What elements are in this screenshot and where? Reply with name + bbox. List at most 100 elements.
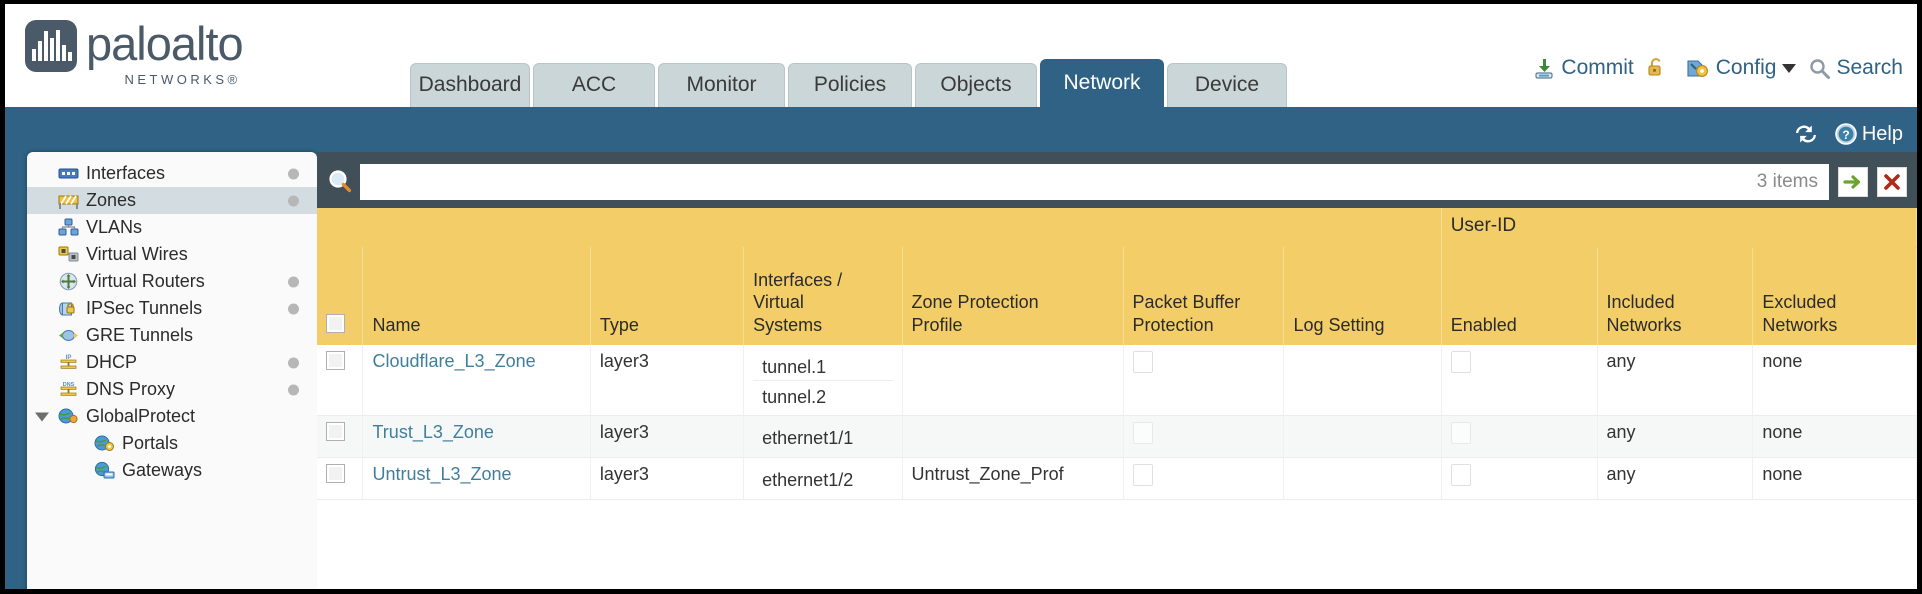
sidebar-item-virtual-routers[interactable]: Virtual Routers — [27, 268, 317, 295]
sidebar-item-vlans[interactable]: VLANs — [27, 214, 317, 241]
magnifier-icon[interactable] — [327, 168, 354, 195]
commit-button[interactable]: Commit — [1532, 56, 1634, 80]
cell-type: layer3 — [590, 457, 745, 501]
sidebar-item-status-dot — [288, 168, 299, 179]
cell-excluded-networks: none — [1752, 415, 1917, 459]
tab-dashboard[interactable]: Dashboard — [410, 63, 530, 107]
brand-name: paloalto — [86, 17, 244, 70]
search-button[interactable]: Search — [1808, 56, 1903, 80]
cell-packet-buffer-protection[interactable] — [1123, 415, 1285, 459]
tab-label: Dashboard — [418, 73, 522, 96]
search-label: Search — [1836, 56, 1903, 79]
row-select-cell[interactable] — [317, 345, 364, 417]
gateways-icon — [93, 461, 115, 481]
row-checkbox[interactable] — [326, 351, 345, 371]
row-select-cell[interactable] — [317, 457, 364, 501]
cell-userid-enabled[interactable] — [1441, 415, 1598, 459]
tab-label: Device — [1194, 73, 1260, 96]
sidebar-item-label: Virtual Routers — [86, 271, 205, 291]
table-row[interactable]: Untrust_L3_Zone layer3 ethernet1/2 Untrust_… — [317, 457, 1917, 501]
tab-monitor[interactable]: Monitor — [658, 63, 785, 107]
column-header-type[interactable]: Type — [590, 247, 745, 346]
tab-device[interactable]: Device — [1167, 63, 1287, 107]
expander-triangle-icon[interactable] — [35, 412, 49, 421]
tab-label: ACC — [571, 73, 617, 96]
tab-acc[interactable]: ACC — [533, 63, 655, 107]
packet-buffer-checkbox[interactable] — [1132, 351, 1153, 374]
userid-enabled-checkbox[interactable] — [1450, 422, 1471, 445]
tab-network[interactable]: Network — [1040, 59, 1164, 107]
clear-filter-button[interactable] — [1877, 166, 1907, 197]
sidebar-item-label: GRE Tunnels — [86, 325, 194, 345]
sidebar-item-portals[interactable]: Portals — [27, 430, 317, 457]
interface-entry: ethernet1/2 — [762, 470, 854, 491]
packet-buffer-checkbox[interactable] — [1132, 422, 1153, 445]
cell-userid-enabled[interactable] — [1441, 345, 1598, 417]
zone-name-link[interactable]: Untrust_L3_Zone — [372, 464, 512, 485]
search-input[interactable] — [361, 164, 1751, 199]
userid-enabled-checkbox[interactable] — [1450, 351, 1471, 374]
main-nav-tabs: Dashboard ACC Monitor Policies Objects Networ… — [410, 59, 1290, 107]
tab-label: Monitor — [686, 73, 757, 96]
filter-search-box[interactable]: 3 items — [360, 163, 1829, 200]
interface-entry: tunnel.1 — [762, 357, 827, 378]
userid-enabled-checkbox[interactable] — [1450, 464, 1471, 487]
column-header-enabled[interactable]: Enabled — [1441, 247, 1598, 346]
select-all-header[interactable] — [317, 247, 364, 346]
chevron-down-icon[interactable] — [1782, 63, 1797, 73]
tab-objects[interactable]: Objects — [915, 63, 1037, 107]
sidebar-item-interfaces[interactable]: Interfaces — [27, 160, 317, 187]
interfaces-icon — [57, 164, 79, 184]
cell-excluded-networks: none — [1752, 345, 1917, 417]
cell-userid-enabled[interactable] — [1441, 457, 1598, 501]
sidebar-item-label: GlobalProtect — [86, 406, 196, 426]
sidebar-item-globalprotect[interactable]: GlobalProtect — [27, 403, 317, 430]
column-header-name[interactable]: Name — [362, 247, 591, 346]
zone-name-link[interactable]: Trust_L3_Zone — [372, 422, 494, 443]
select-all-checkbox[interactable] — [326, 313, 345, 333]
zone-name-link[interactable]: Cloudflare_L3_Zone — [372, 351, 536, 372]
cell-packet-buffer-protection[interactable] — [1123, 345, 1285, 417]
tab-label: Objects — [940, 73, 1012, 96]
help-label: Help — [1861, 122, 1903, 145]
sidebar-item-ipsec-tunnels[interactable]: IPSec Tunnels — [27, 295, 317, 322]
sidebar-item-gre-tunnels[interactable]: GRE Tunnels — [27, 322, 317, 349]
refresh-icon[interactable] — [1792, 122, 1820, 146]
cell-packet-buffer-protection[interactable] — [1123, 457, 1285, 501]
dns-proxy-icon: DNS — [57, 380, 79, 400]
cell-zone-protection-profile: Untrust_Zone_Prof — [902, 457, 1124, 501]
cell-included-networks: any — [1597, 345, 1754, 417]
row-checkbox[interactable] — [326, 422, 345, 442]
column-header-log-setting[interactable]: Log Setting — [1283, 247, 1442, 346]
tab-policies[interactable]: Policies — [788, 63, 912, 107]
sidebar-item-label: IPSec Tunnels — [86, 298, 203, 318]
sidebar-item-zones[interactable]: Zones — [27, 187, 317, 214]
help-button[interactable]: ? Help — [1834, 122, 1903, 146]
help-icon: ? — [1834, 122, 1858, 146]
packet-buffer-checkbox[interactable] — [1132, 464, 1153, 487]
row-select-cell[interactable] — [317, 415, 364, 459]
paloalto-logo-mark-icon — [25, 20, 77, 72]
unlock-button[interactable] — [1646, 56, 1673, 80]
cell-log-setting — [1283, 415, 1442, 459]
cell-name: Trust_L3_Zone — [362, 415, 591, 459]
sidebar-item-gateways[interactable]: Gateways — [27, 457, 317, 484]
tab-label: Policies — [813, 73, 887, 96]
apply-filter-button[interactable] — [1838, 166, 1868, 197]
item-count-label: 3 items — [1756, 170, 1818, 192]
sidebar-item-virtual-wires[interactable]: Virtual Wires — [27, 241, 317, 268]
sidebar-item-label: Zones — [86, 190, 137, 210]
row-checkbox[interactable] — [326, 464, 345, 484]
config-menu-button[interactable]: Config — [1685, 56, 1797, 80]
cell-interfaces: ethernet1/1 — [743, 415, 903, 459]
